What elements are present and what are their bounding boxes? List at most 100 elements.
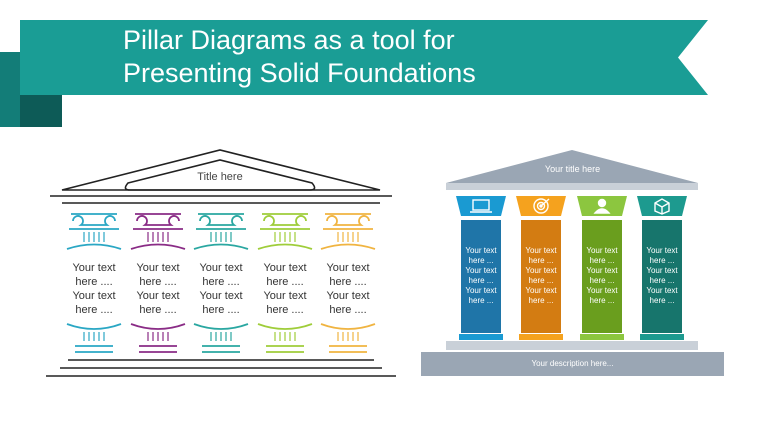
right-plinth bbox=[446, 341, 698, 350]
pillar-text-line: Your text bbox=[199, 262, 243, 274]
left-pillar-5 bbox=[320, 213, 376, 353]
right-base bbox=[421, 352, 724, 376]
column-text-line: here ... bbox=[649, 296, 675, 305]
column-foot bbox=[459, 334, 503, 340]
left-pillar-4 bbox=[257, 213, 313, 353]
pillar-text-line: Your text bbox=[326, 290, 370, 302]
column-text-line: Your text bbox=[525, 246, 557, 255]
pillar-text-line: here .... bbox=[139, 304, 177, 316]
left-pillar-text-5: Your text here .... Your text here .... bbox=[316, 261, 380, 317]
pillar-text-line: Your text bbox=[263, 290, 307, 302]
right-roof-base bbox=[446, 183, 698, 190]
column-text-line: here ... bbox=[528, 256, 554, 265]
column-text-line: here ... bbox=[589, 276, 615, 285]
pillar-capital-bar bbox=[320, 243, 376, 250]
pillar-base-top bbox=[130, 323, 186, 330]
column-text-line: here ... bbox=[589, 296, 615, 305]
cube-icon bbox=[654, 198, 670, 215]
pillar-capital-icon bbox=[133, 213, 183, 230]
column-text-line: Your text bbox=[465, 286, 497, 295]
pillar-text-line: here .... bbox=[329, 304, 367, 316]
column-shaft bbox=[461, 220, 501, 333]
pillar-text-line: Your text bbox=[326, 262, 370, 274]
pillar-text-line: Your text bbox=[136, 290, 180, 302]
left-pillar-text-2: Your text here .... Your text here .... bbox=[126, 261, 190, 317]
page-title-line-2: Presenting Solid Foundations bbox=[123, 58, 476, 88]
left-pillar-1 bbox=[66, 213, 122, 353]
pillar-capital-icon bbox=[260, 213, 310, 230]
pillar-text-line: here .... bbox=[139, 276, 177, 288]
column-shaft bbox=[642, 220, 682, 333]
pillar-capital-bar bbox=[257, 243, 313, 250]
column-foot bbox=[640, 334, 684, 340]
column-text-line: Your text bbox=[646, 246, 678, 255]
pillar-text-line: Your text bbox=[72, 290, 116, 302]
column-text-line: here ... bbox=[649, 256, 675, 265]
column-text-line: Your text bbox=[646, 266, 678, 275]
column-capital bbox=[456, 196, 506, 216]
page-title-line-1: Pillar Diagrams as a tool for bbox=[123, 25, 455, 55]
column-text-line: here ... bbox=[468, 256, 494, 265]
title-banner bbox=[20, 20, 708, 95]
pillar-text-line: Your text bbox=[72, 262, 116, 274]
banner-fold bbox=[20, 95, 62, 127]
left-temple-title: Title here bbox=[197, 171, 243, 183]
column-text-line: here ... bbox=[589, 256, 615, 265]
column-text-line: Your text bbox=[586, 286, 618, 295]
pillar-capital-icon bbox=[196, 213, 246, 230]
pillar-capital-bar bbox=[193, 243, 249, 250]
pillar-capital-bar bbox=[66, 243, 122, 250]
column-text-line: Your text bbox=[586, 266, 618, 275]
pillar-text-line: Your text bbox=[263, 262, 307, 274]
column-text-line: Your text bbox=[465, 246, 497, 255]
pillar-text-line: here .... bbox=[75, 276, 113, 288]
pillar-text-line: Your text bbox=[136, 262, 180, 274]
column-text-line: Your text bbox=[525, 286, 557, 295]
pillar-text-line: here .... bbox=[202, 304, 240, 316]
column-capital bbox=[637, 196, 687, 216]
pillar-base-top bbox=[193, 323, 249, 330]
column-text-line: here ... bbox=[468, 276, 494, 285]
right-temple-description: Your description here... bbox=[531, 359, 614, 368]
left-pediment-inner bbox=[124, 159, 316, 191]
pillar-text-line: here .... bbox=[266, 276, 304, 288]
column-text-line: Your text bbox=[525, 266, 557, 275]
person-icon bbox=[593, 198, 611, 214]
column-text-line: here ... bbox=[528, 296, 554, 305]
right-temple bbox=[421, 150, 724, 376]
left-temple bbox=[46, 149, 396, 377]
pillar-capital-icon bbox=[69, 213, 119, 230]
target-icon bbox=[533, 198, 550, 214]
right-columns bbox=[456, 196, 687, 340]
pillar-base-top bbox=[66, 323, 122, 330]
right-temple-title: Your title here bbox=[544, 164, 601, 174]
pillar-capital-bar bbox=[130, 243, 186, 250]
left-pillar-2 bbox=[130, 213, 186, 353]
pillar-base-top bbox=[320, 323, 376, 330]
pillar-text-line: here .... bbox=[266, 304, 304, 316]
column-text-line: here ... bbox=[468, 296, 494, 305]
column-text-line: here ... bbox=[649, 276, 675, 285]
right-column-1 bbox=[456, 196, 506, 340]
pillar-capital-icon bbox=[323, 213, 373, 230]
pillar-text-line: here .... bbox=[329, 276, 367, 288]
column-text-line: Your text bbox=[646, 286, 678, 295]
page-title: Pillar Diagrams as a tool for Presenting… bbox=[123, 24, 643, 90]
left-pillars bbox=[66, 213, 376, 353]
right-roof bbox=[446, 150, 698, 183]
column-foot bbox=[580, 334, 624, 340]
left-pillar-text-4: Your text here .... Your text here .... bbox=[253, 261, 317, 317]
column-foot bbox=[519, 334, 563, 340]
right-column-2 bbox=[516, 196, 566, 340]
column-shaft bbox=[582, 220, 622, 333]
column-shaft bbox=[521, 220, 561, 333]
left-roof bbox=[61, 149, 381, 191]
column-text-line: Your text bbox=[465, 266, 497, 275]
left-pillar-text-1: Your text here .... Your text here .... bbox=[62, 261, 126, 317]
pillar-text-line: here .... bbox=[75, 304, 113, 316]
pillar-base-top bbox=[257, 323, 313, 330]
laptop-icon bbox=[470, 199, 492, 213]
right-column-3 bbox=[577, 196, 627, 340]
